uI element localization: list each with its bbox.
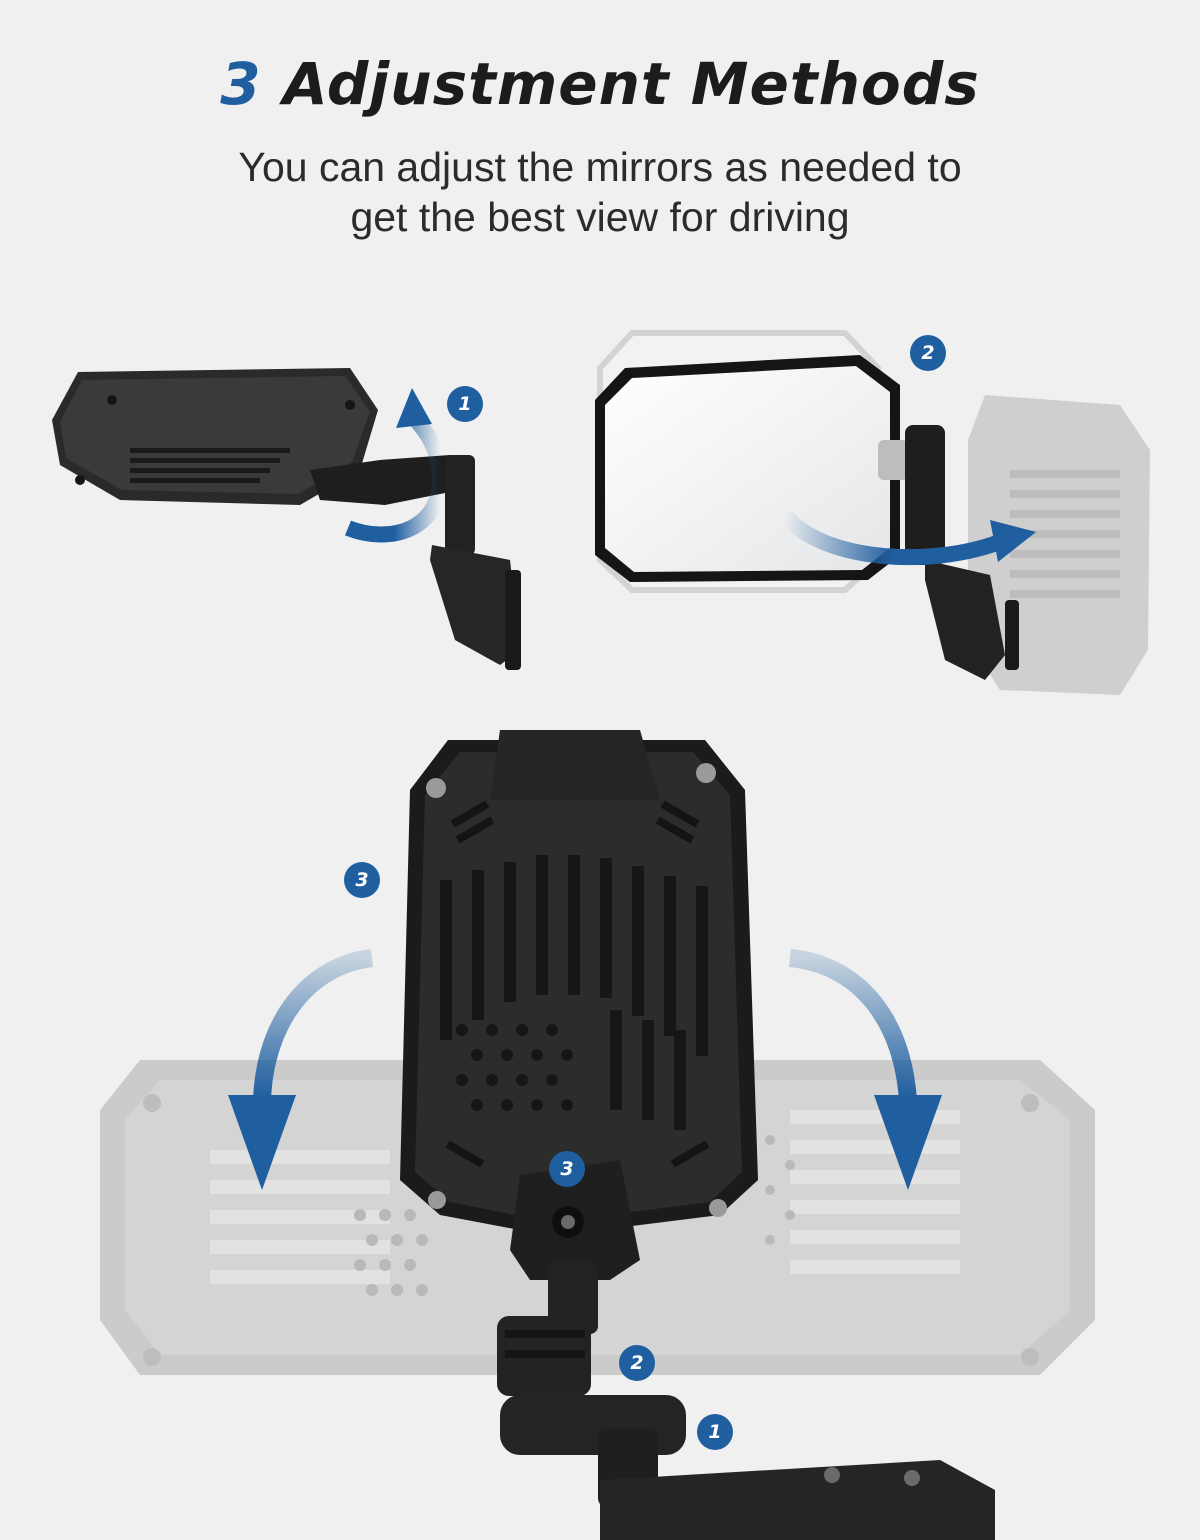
subtitle-line-2: get the best view for driving <box>350 194 850 240</box>
mirror-tilt-illustration <box>100 730 1095 1540</box>
step-badge-rotate: 1 <box>447 386 483 422</box>
mirror-rotate-illustration <box>52 368 521 670</box>
swing-arrow-icon <box>778 509 1008 566</box>
tilt-down-arrow-icon <box>788 949 917 1101</box>
joint-badge-1: 1 <box>697 1414 733 1450</box>
flag-stars-icon <box>130 448 290 483</box>
title-text: Adjustment Methods <box>282 50 980 118</box>
tilt-down-arrow-icon <box>253 949 374 1101</box>
mirror-swing-illustration <box>595 330 1150 695</box>
page-subtitle: You can adjust the mirrors as needed to … <box>150 142 1050 242</box>
title-number: 3 <box>220 50 262 118</box>
rotate-arrow-icon <box>345 409 449 543</box>
step-badge-swing: 2 <box>910 335 946 371</box>
flag-stars-icon <box>440 855 708 1130</box>
subtitle-line-1: You can adjust the mirrors as needed to <box>238 144 962 190</box>
page-title: 3 Adjustment Methods <box>0 48 1200 120</box>
step-badge-tilt: 3 <box>344 862 380 898</box>
joint-badge-3: 3 <box>549 1151 585 1187</box>
joint-badge-2: 2 <box>619 1345 655 1381</box>
